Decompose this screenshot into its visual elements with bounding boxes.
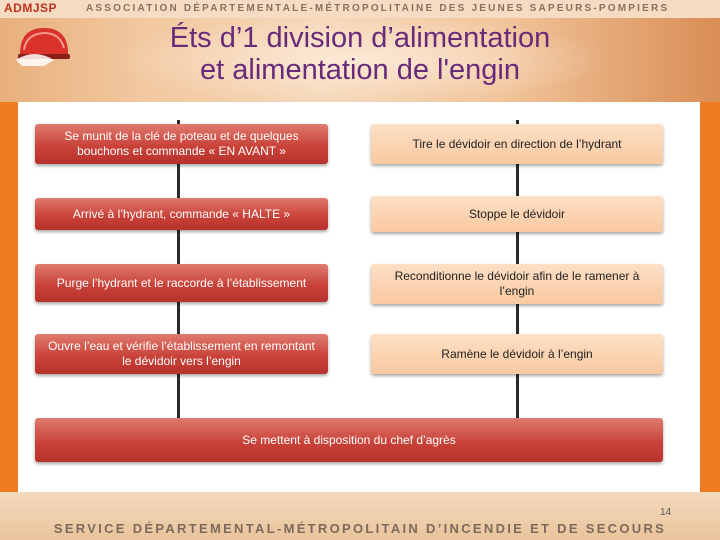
footer-text: SERVICE DÉPARTEMENTAL-MÉTROPOLITAIN D’IN… bbox=[53, 521, 667, 536]
left-step-1: Se munit de la clé de poteau et de quelq… bbox=[35, 124, 328, 164]
helmet-icon bbox=[16, 28, 70, 66]
left-step-3: Purge l’hydrant et le raccorde à l’établ… bbox=[35, 264, 328, 302]
slide-title: Éts d’1 division d’alimentation et alime… bbox=[100, 22, 620, 86]
left-step-2: Arrivé à l’hydrant, commande « HALTE » bbox=[35, 198, 328, 230]
title-line-2: et alimentation de l'engin bbox=[200, 54, 520, 86]
final-step: Se mettent à disposition du chef d’agrès bbox=[35, 418, 663, 462]
organization-name: ASSOCIATION DÉPARTEMENTALE-MÉTROPOLITAIN… bbox=[86, 3, 670, 14]
page-number: 14 bbox=[660, 507, 672, 518]
admjsp-logo-text: ADMJSP bbox=[4, 1, 58, 15]
top-banner: ADMJSP ASSOCIATION DÉPARTEMENTALE-MÉTROP… bbox=[0, 0, 720, 18]
header-fade bbox=[120, 18, 600, 102]
bottom-banner bbox=[0, 492, 720, 540]
title-line-1: Éts d’1 division d’alimentation bbox=[169, 22, 551, 54]
left-step-4: Ouvre l’eau et vérifie l’établissement e… bbox=[35, 334, 328, 374]
right-step-3: Reconditionne le dévidoir afin de le ram… bbox=[371, 264, 663, 304]
right-step-2: Stoppe le dévidoir bbox=[371, 196, 663, 232]
right-step-1: Tire le dévidoir en direction de l’hydra… bbox=[371, 124, 663, 164]
right-step-4: Ramène le dévidoir à l’engin bbox=[371, 334, 663, 374]
